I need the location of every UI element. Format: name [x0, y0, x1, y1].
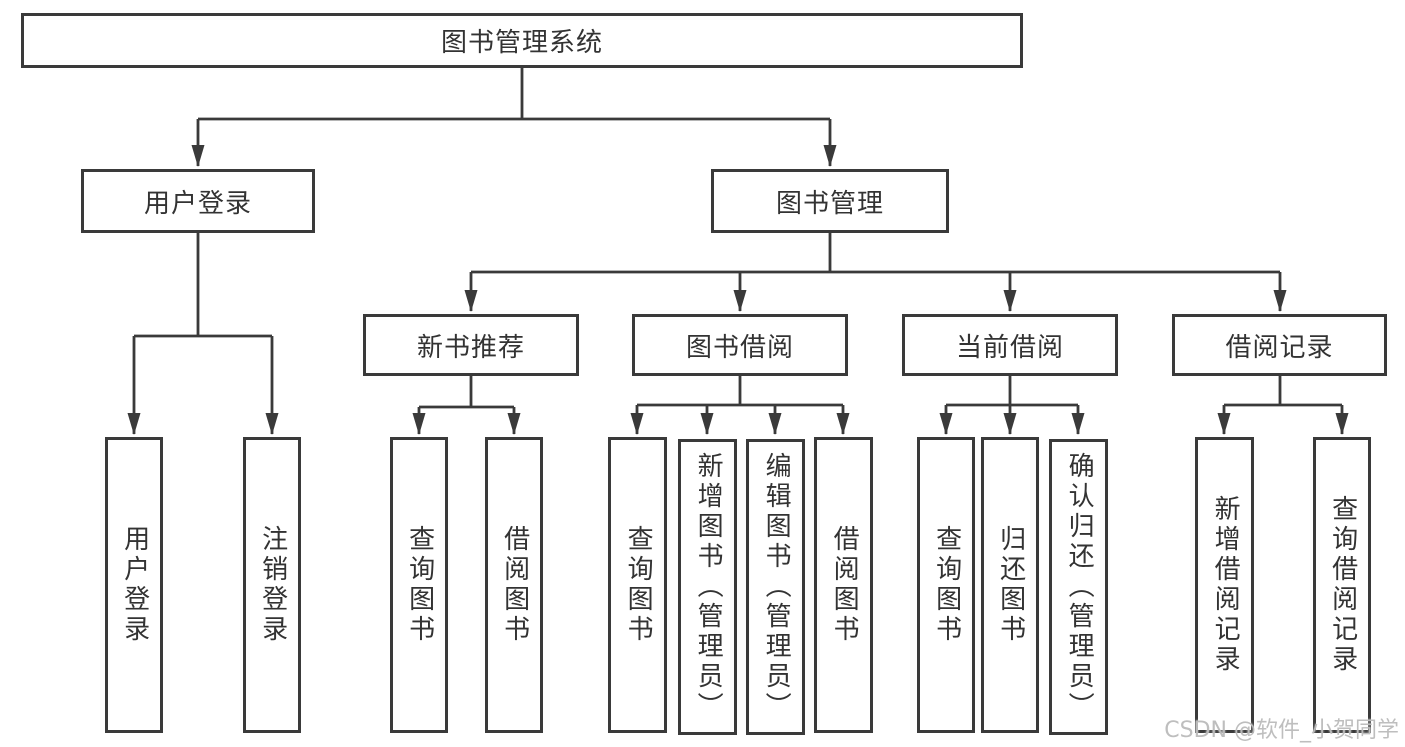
leaf-query-books-3-label: 查询图书: [931, 525, 962, 645]
leaf-borrow-books-2-label: 借阅图书: [829, 525, 860, 645]
leaf-add-books-admin: 新增图书（管理员）: [678, 439, 737, 735]
node-user-login: 用户登录: [81, 169, 315, 233]
leaf-edit-books-admin-label: 编辑图书（管理员）: [761, 452, 792, 722]
leaf-return-books-label: 归还图书: [995, 525, 1026, 645]
leaf-user-login: 用户登录: [105, 437, 163, 733]
leaf-query-books-1: 查询图书: [390, 437, 448, 733]
leaf-query-books-2: 查询图书: [608, 437, 667, 733]
leaf-borrow-books-2: 借阅图书: [814, 437, 873, 733]
leaf-logout-login: 注销登录: [243, 437, 301, 733]
node-borrow-records: 借阅记录: [1172, 314, 1387, 376]
leaf-query-borrow-record-label: 查询借阅记录: [1327, 495, 1358, 675]
leaf-confirm-return-admin: 确认归还（管理员）: [1049, 439, 1108, 735]
leaf-logout-login-label: 注销登录: [257, 525, 288, 645]
leaf-user-login-label: 用户登录: [119, 525, 150, 645]
leaf-confirm-return-admin-label: 确认归还（管理员）: [1064, 452, 1095, 722]
node-new-book-recommend-label: 新书推荐: [416, 332, 525, 363]
node-user-login-label: 用户登录: [143, 188, 252, 219]
watermark: CSDN @软件_小贺同学: [1164, 718, 1399, 743]
node-current-borrow: 当前借阅: [902, 314, 1118, 376]
node-current-borrow-label: 当前借阅: [955, 332, 1064, 363]
node-book-borrow-label: 图书借阅: [685, 332, 794, 363]
node-borrow-records-label: 借阅记录: [1225, 332, 1334, 363]
leaf-add-borrow-record-label: 新增借阅记录: [1210, 495, 1241, 675]
node-root-label: 图书管理系统: [440, 28, 603, 58]
leaf-edit-books-admin: 编辑图书（管理员）: [746, 439, 805, 735]
leaf-query-books-1-label: 查询图书: [404, 525, 435, 645]
node-new-book-recommend: 新书推荐: [363, 314, 579, 376]
leaf-borrow-books-1: 借阅图书: [485, 437, 543, 733]
leaf-query-borrow-record: 查询借阅记录: [1313, 437, 1371, 733]
leaf-add-books-admin-label: 新增图书（管理员）: [693, 452, 724, 722]
leaf-return-books: 归还图书: [981, 437, 1039, 733]
node-book-management-label: 图书管理: [775, 188, 884, 219]
node-book-borrow: 图书借阅: [632, 314, 848, 376]
leaf-query-books-3: 查询图书: [917, 437, 975, 733]
leaf-query-books-2-label: 查询图书: [623, 525, 654, 645]
leaf-add-borrow-record: 新增借阅记录: [1195, 437, 1254, 733]
leaf-borrow-books-1-label: 借阅图书: [499, 525, 530, 645]
node-root: 图书管理系统: [21, 13, 1023, 68]
node-book-management: 图书管理: [711, 169, 949, 233]
